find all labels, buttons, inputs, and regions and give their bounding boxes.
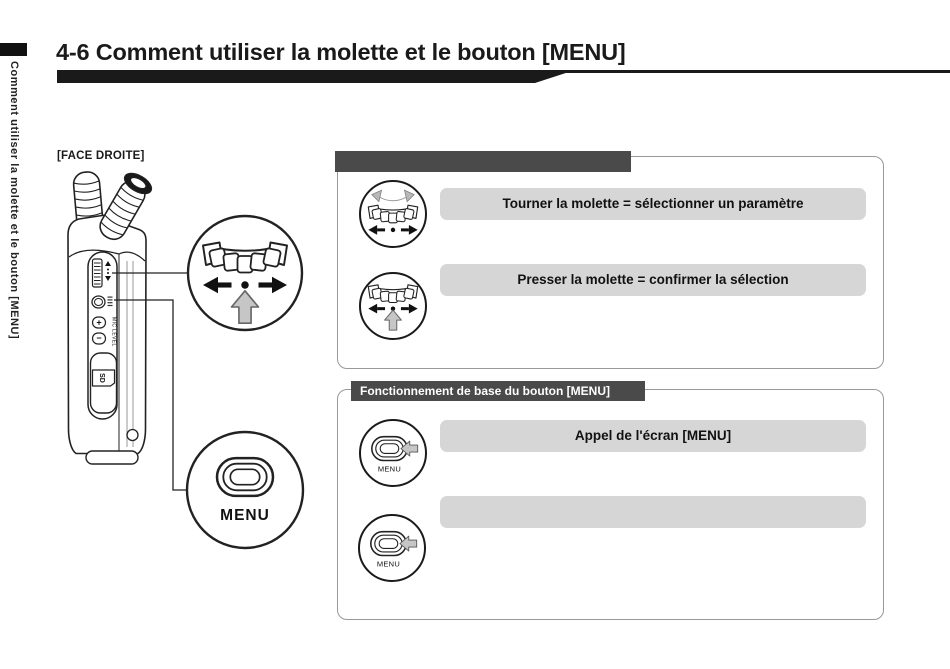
- strap-hole: [126, 428, 139, 442]
- sd-label: SD: [98, 373, 105, 383]
- device-base: [85, 450, 139, 465]
- instruction-label-blank: [440, 496, 866, 528]
- mic-level-label: MIC LEVEL: [111, 317, 117, 347]
- menu-button-small: [91, 295, 113, 309]
- callout-line-menu: [114, 299, 187, 491]
- corner-marker: [0, 43, 27, 56]
- menu-box-header: Fonctionnement de base du bouton [MENU]: [351, 381, 645, 401]
- menu-button-icon: MENU: [358, 514, 426, 582]
- menu-icon-label: MENU: [378, 465, 401, 474]
- mic-right-icon: [99, 172, 153, 241]
- instruction-label-menu-open: Appel de l'écran [MENU]: [440, 420, 866, 452]
- menu-callout-circle: MENU: [185, 430, 305, 550]
- menu-callout-label: MENU: [220, 507, 270, 524]
- dial-callout-circle: [186, 214, 304, 332]
- instruction-label-press: Presser la molette = confirmer la sélect…: [440, 264, 866, 296]
- plus-label: +: [96, 318, 101, 328]
- minus-label: −: [96, 333, 101, 343]
- menu-icon-label: MENU: [377, 560, 400, 569]
- device-illustration: + − MIC LEVEL SD: [67, 171, 305, 550]
- page-title: 4-6 Comment utiliser la molette et le bo…: [56, 39, 626, 65]
- mic-level-buttons: + − MIC LEVEL: [91, 316, 117, 347]
- dial-box-header: [335, 151, 631, 172]
- dial-press-icon: [359, 272, 427, 340]
- sd-card-slot: SD: [89, 352, 118, 414]
- menu-button-icon: MENU: [359, 419, 427, 487]
- right-face-label: [FACE DROITE]: [57, 150, 145, 162]
- side-control-panel: + − MIC LEVEL SD: [87, 251, 118, 420]
- dial-turn-icon: [359, 180, 427, 248]
- title-rule: [57, 70, 950, 83]
- scroll-wheel: [91, 258, 111, 288]
- instruction-label-turn: Tourner la molette = sélectionner un par…: [440, 188, 866, 220]
- sidebar-chapter-label: Comment utiliser la molette et le bouton…: [8, 61, 20, 340]
